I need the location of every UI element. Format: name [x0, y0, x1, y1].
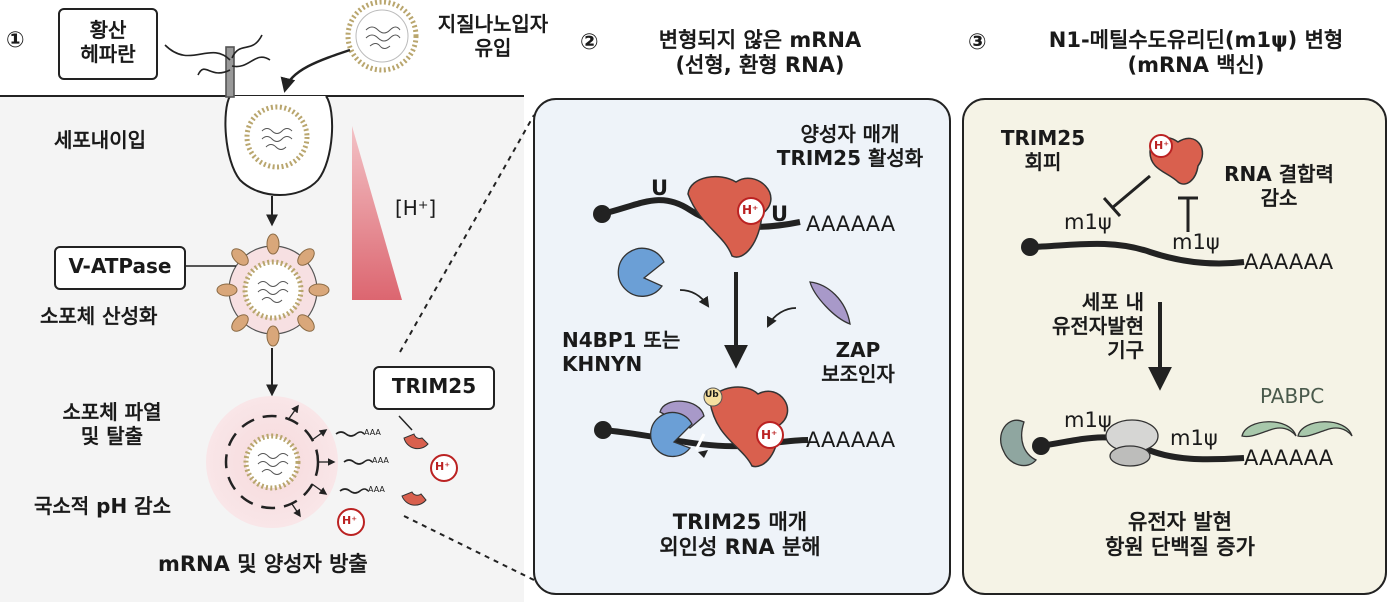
zap-label: ZAP 보조인자 — [808, 338, 908, 386]
proton-badge-1: H⁺ — [435, 460, 451, 473]
trim25-fragments — [401, 433, 429, 506]
endocytosis-label: 세포내이입 — [54, 128, 146, 152]
ruptured-endosome — [206, 396, 338, 528]
pabpc-label: PABPC — [1260, 384, 1325, 408]
vatpase-label: V-ATPase — [54, 246, 186, 290]
polya-bottom: AAAAAA — [806, 428, 896, 452]
degradation-label: TRIM25 매개 외인성 RNA 분해 — [620, 510, 860, 560]
trim25-box-label: TRIM25 — [373, 366, 495, 410]
degradation-line2: 외인성 RNA 분해 — [659, 535, 821, 560]
degradation-line1: TRIM25 매개 — [672, 510, 808, 534]
polya-small-3: AAA — [368, 485, 385, 494]
heparan-sulfate-label: 황산 헤파란 — [58, 8, 158, 80]
release-label: mRNA 및 양성자 방출 — [158, 552, 368, 576]
rupture-line2: 및 탈출 — [80, 424, 144, 448]
proton-trim25: H⁺ — [742, 203, 759, 217]
panel3-title: N1-메틸수도유리딘(m1ψ) 변형 (mRNA 백신) — [1006, 28, 1386, 78]
uridine-2: U — [771, 202, 789, 226]
proton-badge-2: H⁺ — [342, 514, 358, 527]
panel2-title-line1: 변형되지 않은 mRNA — [658, 28, 862, 52]
zap-line2: 보조인자 — [821, 362, 895, 386]
evasion-line2: 회피 — [1024, 150, 1062, 174]
pabpc-proteins — [1241, 421, 1353, 438]
machinery-line2: 유전자발현 — [1052, 314, 1144, 338]
outcome-line1: 유전자 발현 — [1128, 510, 1232, 534]
outcome-line2: 항원 단백질 증가 — [1105, 535, 1255, 560]
ubiquitin-label: Ub — [705, 390, 719, 400]
polya-panel3-bottom: AAAAAA — [1244, 446, 1334, 470]
evasion-line1: TRIM25 — [1000, 126, 1086, 150]
ribosome — [1105, 419, 1159, 467]
ph-decrease-label: 국소적 pH 감소 — [34, 494, 171, 518]
panel2-number: ② — [580, 30, 599, 55]
machinery-label: 세포 내 유전자발현 기구 — [1004, 290, 1144, 362]
panel3-title-line2: (mRNA 백신) — [1127, 53, 1265, 78]
acidified-endosome — [216, 233, 330, 347]
evasion-label: TRIM25 회피 — [998, 126, 1088, 174]
polya-small-2: AAA — [372, 456, 389, 465]
proton-badges-panel1 — [337, 454, 458, 536]
panel1-number: ① — [6, 28, 25, 53]
released-mrnas — [335, 431, 373, 494]
n4bp1-line2: KHNYN — [562, 352, 643, 376]
proton-panel3: H⁺ — [1154, 139, 1170, 152]
activation-line2: TRIM25 활성화 — [776, 146, 924, 170]
machinery-line1: 세포 내 — [1081, 290, 1144, 314]
zap-protein — [809, 281, 851, 326]
m1psi-4: m1ψ — [1170, 426, 1218, 450]
rupture-line1: 소포체 파열 — [62, 400, 162, 424]
m1psi-1: m1ψ — [1064, 210, 1112, 234]
acidification-label: 소포체 산성화 — [40, 304, 158, 328]
outcome-label: 유전자 발현 항원 단백질 증가 — [1060, 510, 1300, 560]
lnp-line2: 유입 — [474, 36, 512, 60]
proton-gradient-label: [H⁺] — [395, 196, 437, 220]
panel3-number: ③ — [968, 30, 987, 55]
polya-panel3-top: AAAAAA — [1244, 250, 1334, 274]
n4bp1-protein — [617, 247, 665, 297]
m1psi-3: m1ψ — [1064, 408, 1112, 432]
heparan-sulfate-chains — [164, 34, 271, 98]
lnp-incoming — [345, 0, 419, 73]
panel2-title-line2: (선형, 환형 RNA) — [675, 53, 845, 78]
heparan-line2: 헤파란 — [80, 42, 136, 66]
activation-label: 양성자 매개 TRIM25 활성화 — [770, 122, 930, 170]
zap-line1: ZAP — [835, 338, 881, 362]
endocytosed-lnp — [244, 104, 310, 170]
heparan-line1: 황산 — [89, 18, 127, 42]
proton-bottom: H⁺ — [761, 428, 778, 442]
lnp-entry-arrow — [280, 48, 351, 93]
panel3-title-line1: N1-메틸수도유리딘(m1ψ) 변형 — [1048, 28, 1344, 52]
binding-label: RNA 결합력 감소 — [1214, 162, 1344, 210]
lnp-label: 지질나노입자 유입 — [418, 12, 568, 60]
n4bp1-line1: N4BP1 또는 — [562, 328, 681, 352]
m1psi-2: m1ψ — [1172, 230, 1220, 254]
panel2-title: 변형되지 않은 mRNA (선형, 환형 RNA) — [620, 28, 900, 78]
uridine-1: U — [651, 176, 669, 200]
cap-binding-protein — [1000, 419, 1038, 467]
rupture-label: 소포체 파열 및 탈출 — [48, 400, 176, 448]
panel3-box — [962, 98, 1387, 595]
activation-line1: 양성자 매개 — [800, 122, 900, 146]
lnp-line1: 지질나노입자 — [437, 12, 549, 36]
binding-line2: 감소 — [1260, 186, 1298, 210]
n4bp1-label: N4BP1 또는 KHNYN — [562, 328, 680, 376]
machinery-line3: 기구 — [1107, 338, 1144, 362]
polya-top: AAAAAA — [806, 212, 896, 236]
binding-line1: RNA 결합력 — [1224, 162, 1334, 186]
proton-gradient-triangle — [352, 126, 402, 300]
polya-small-1: AAA — [364, 428, 381, 437]
